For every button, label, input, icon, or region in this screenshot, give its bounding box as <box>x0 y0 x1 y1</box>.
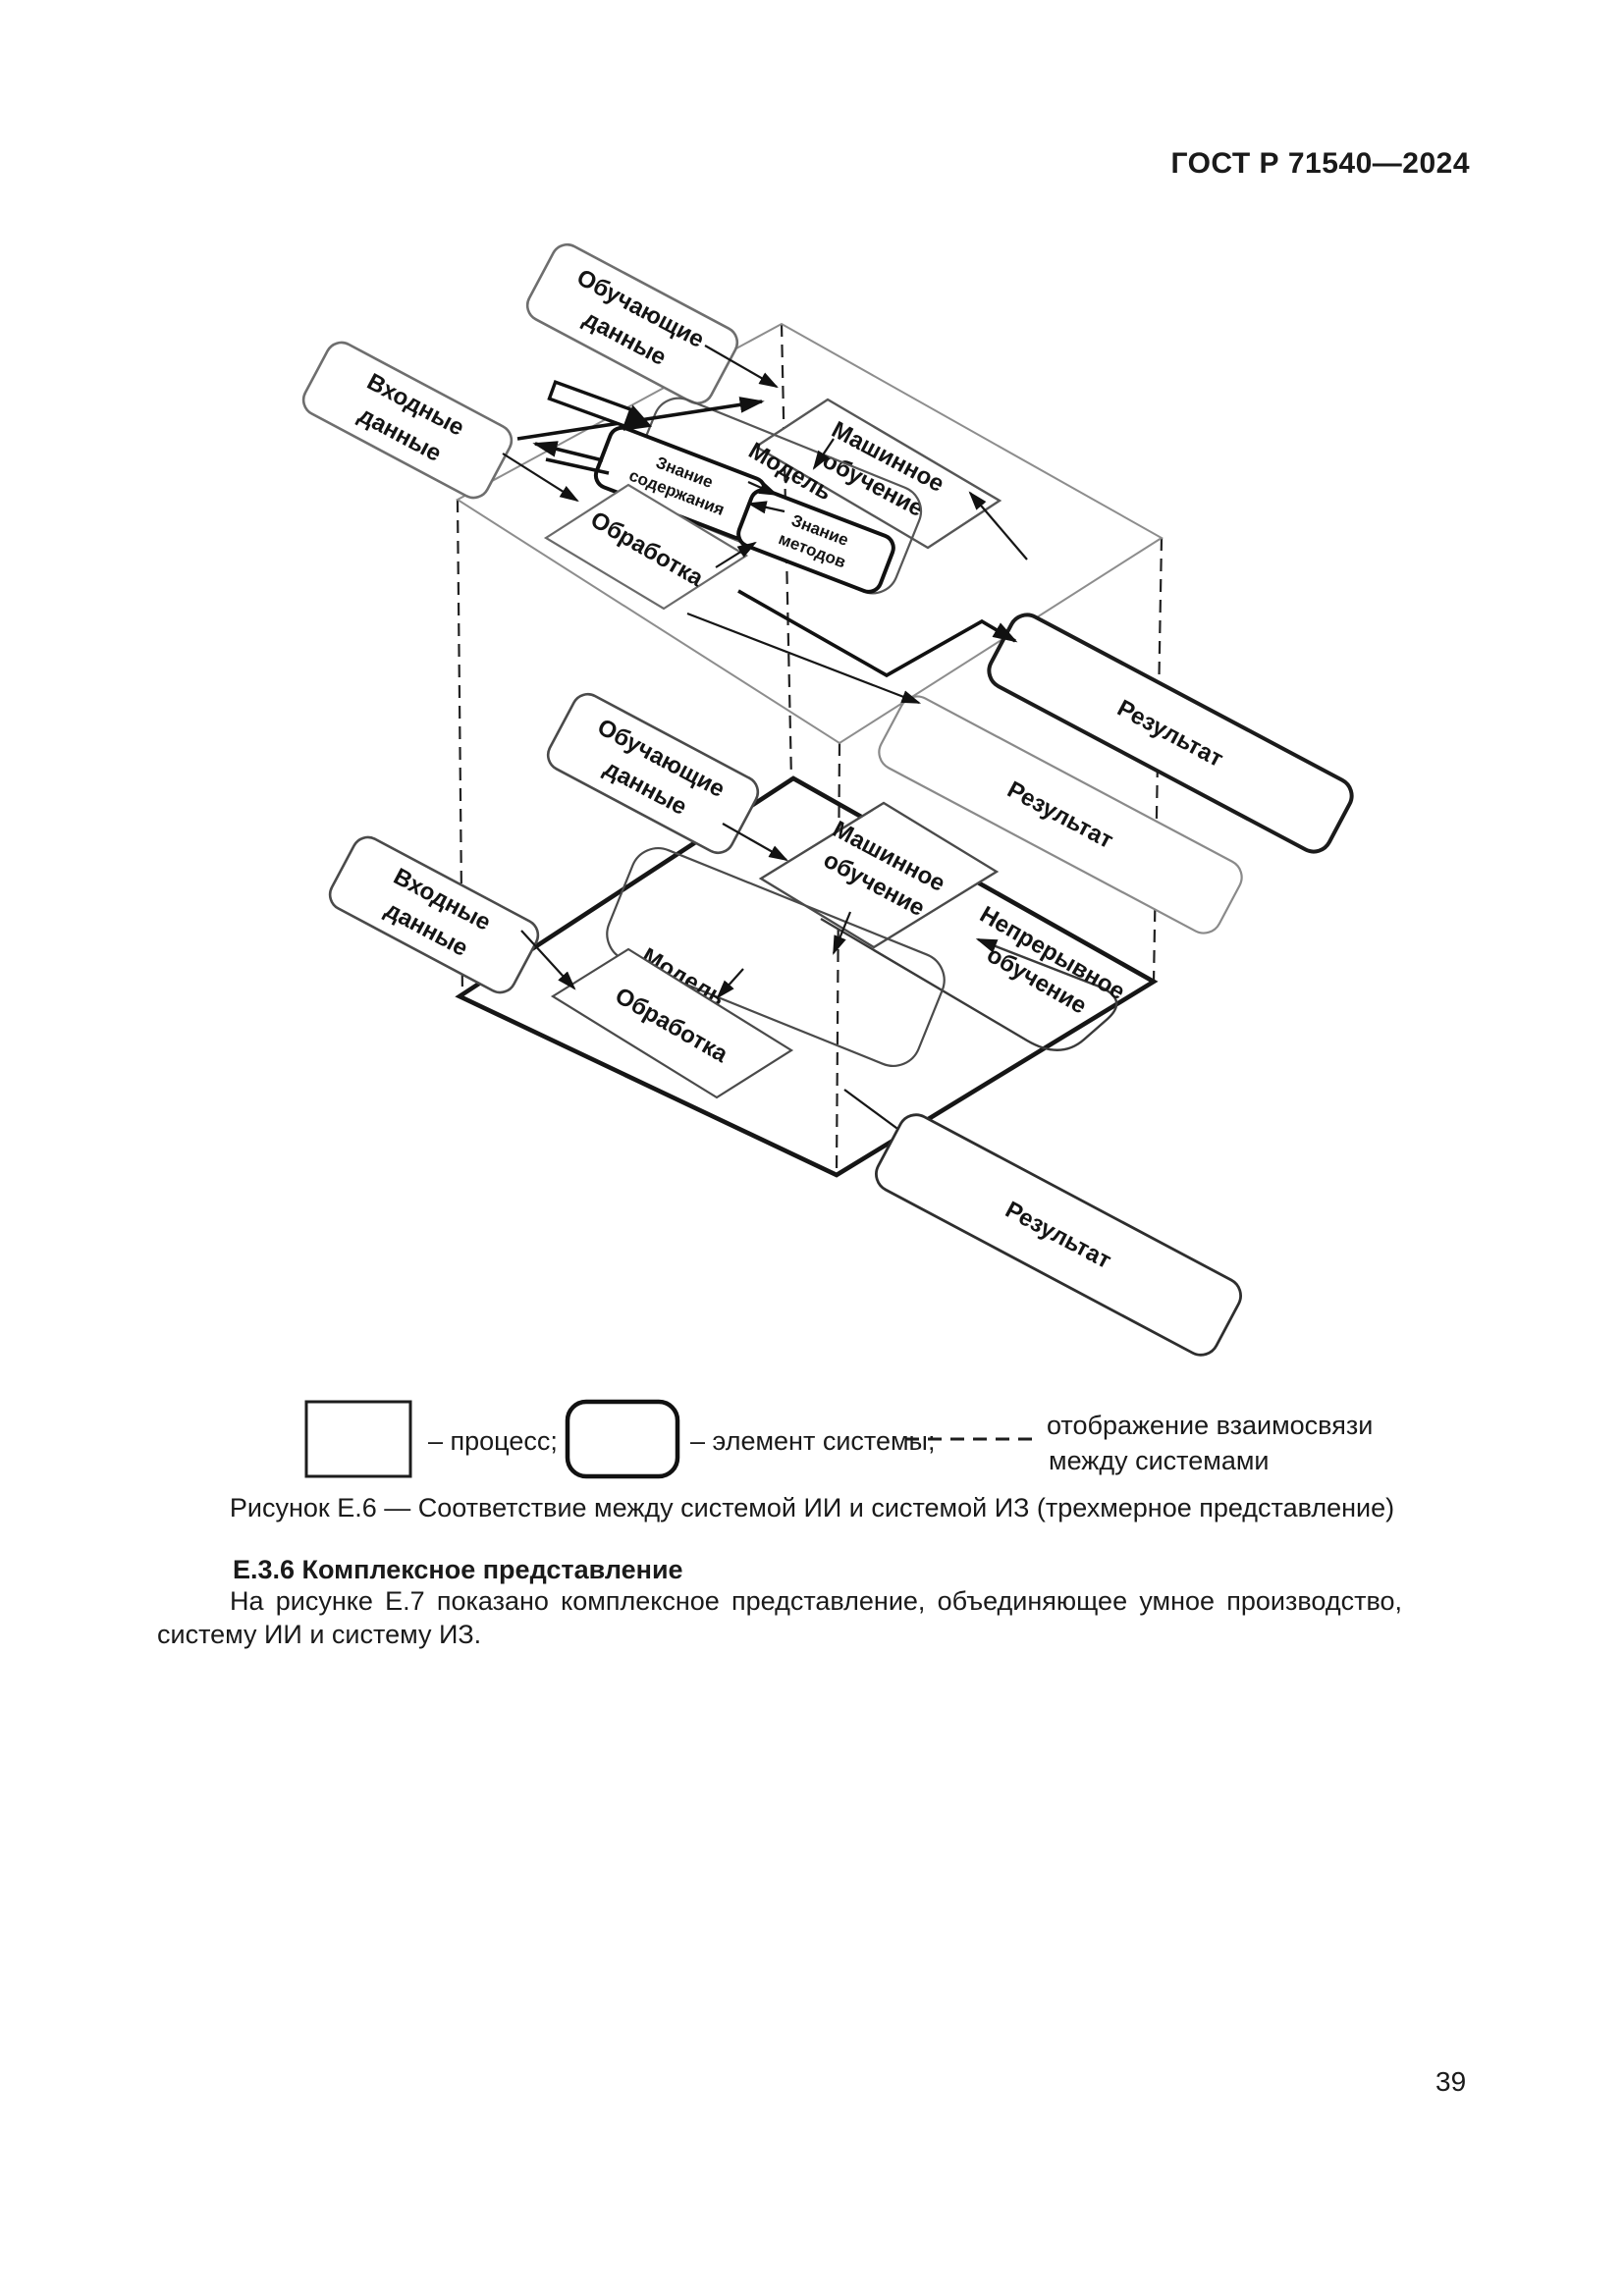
node-machine-learning-upper <box>753 398 1002 550</box>
section-heading: Е.3.6 Комплексное представление <box>233 1555 683 1584</box>
node-result-lower: Результат <box>875 1113 1242 1357</box>
legend-process-label: – процесс; <box>428 1426 558 1456</box>
upper-flow-arrows <box>502 345 1028 705</box>
node-input-data-lower: Входные данные <box>328 835 540 994</box>
node-knowledge-methods: Знание методов <box>736 488 895 594</box>
node-model-lower <box>606 847 946 1067</box>
legend: – процесс; – элемент системы; отображени… <box>304 1399 1373 1479</box>
node-processing-lower <box>550 947 794 1099</box>
standard-number-header: ГОСТ Р 71540—2024 <box>1170 147 1470 180</box>
page-number: 39 <box>1435 2066 1467 2097</box>
node-training-data-lower: Обучающие данные <box>546 692 760 855</box>
bold-input-pipe-arrow <box>547 379 653 431</box>
legend-element-label: – элемент системы; <box>690 1426 935 1456</box>
body-paragraph: На рисунке Е.7 показано комплексное пред… <box>157 1586 1402 1649</box>
legend-mapping-label-line2: между системами <box>1049 1446 1269 1475</box>
legend-element-symbol <box>565 1399 680 1479</box>
legend-process-symbol <box>304 1400 412 1478</box>
legend-mapping-label-line1: отображение взаимосвязи <box>1047 1411 1373 1440</box>
figure-e6-diagram: Обучающие данные Входные данные Машинное… <box>301 242 1373 1479</box>
lower-plane-ai-system <box>455 775 1159 1178</box>
figure-caption: Рисунок Е.6 — Соответствие между системо… <box>229 1493 1395 1522</box>
node-training-data-upper: Обучающие данные <box>525 242 739 405</box>
continuous-learning-loop-arrow <box>820 917 1118 1051</box>
node-input-data-upper: Входные данные <box>301 341 514 500</box>
